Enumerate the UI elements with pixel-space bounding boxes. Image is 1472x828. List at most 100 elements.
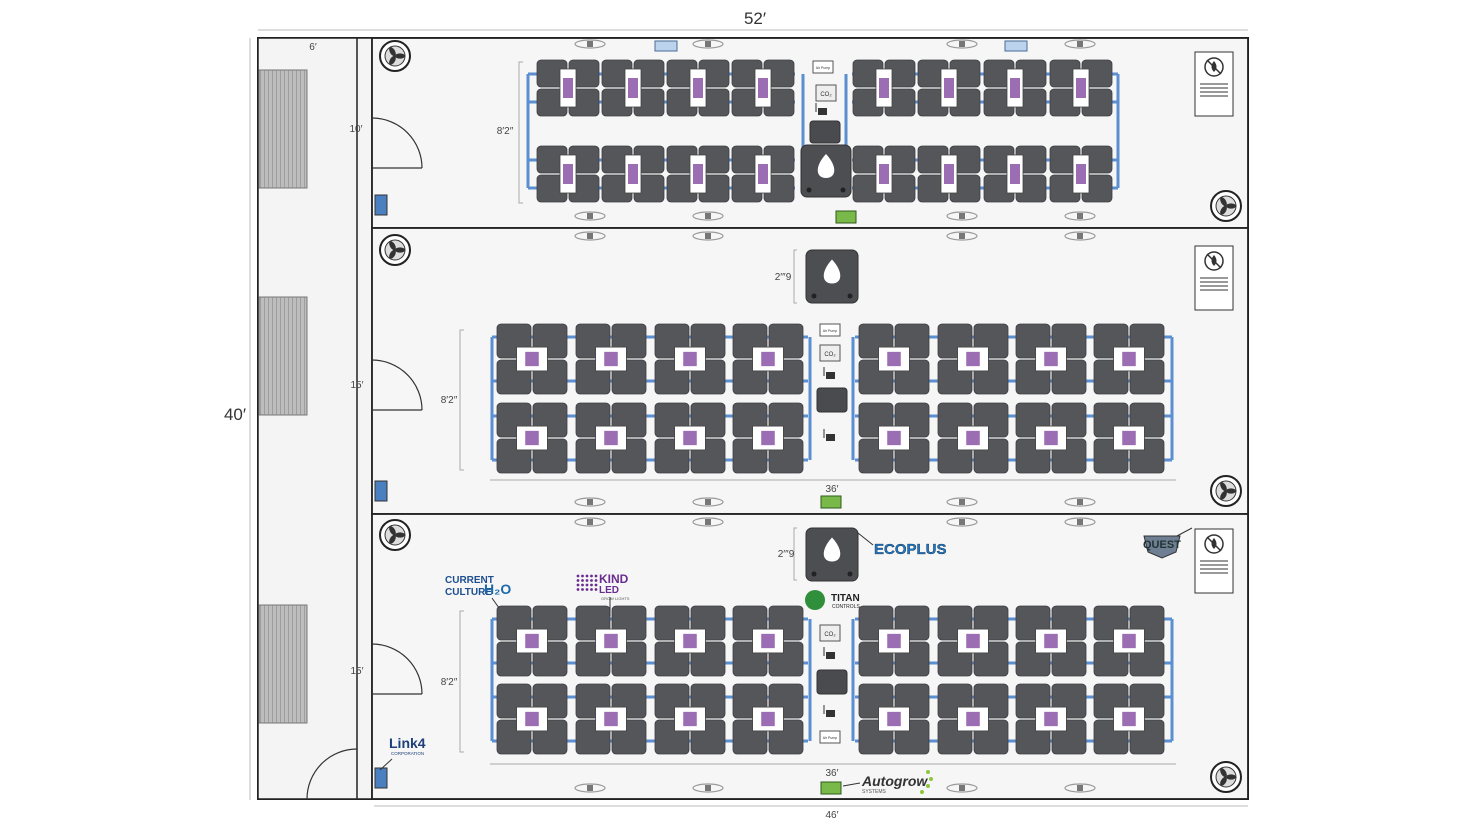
power-strip xyxy=(820,781,842,795)
reservoir-label-2: 2′″9 xyxy=(778,549,795,560)
grow-table-cluster xyxy=(654,605,726,677)
titan-controls-logo: TITAN CONTROLS xyxy=(805,590,860,610)
room3-depth-label: 15′ xyxy=(351,666,364,677)
led-array xyxy=(1010,78,1020,98)
kind-logo-subtext: LED xyxy=(599,585,619,596)
grow-table-cluster xyxy=(1049,59,1113,117)
link4-logo-text: Link4 xyxy=(389,735,426,751)
air-pump: Air Pump xyxy=(819,323,841,337)
room1-depth-label: 10′ xyxy=(350,124,363,135)
led-array xyxy=(887,351,901,367)
circulation-fan xyxy=(946,39,978,49)
circulation-fan xyxy=(574,231,606,241)
circulation-fan xyxy=(692,517,724,527)
water-pump xyxy=(823,647,835,659)
link4-logo: Link4 CORPORATION xyxy=(379,735,426,771)
dehumidifier-unit xyxy=(1194,51,1234,117)
grow-table-cluster xyxy=(731,145,795,203)
door-room-3 xyxy=(371,643,423,695)
door-room-1 xyxy=(371,117,423,169)
hygrometer xyxy=(654,40,678,52)
circulation-fan xyxy=(946,497,978,507)
row-length-label-3: 36′ xyxy=(826,768,839,779)
led-array xyxy=(628,78,638,98)
nutrient-reservoir xyxy=(805,527,859,582)
led-array xyxy=(693,164,703,184)
circulation-fan xyxy=(1064,783,1096,793)
circulation-fan xyxy=(574,211,606,221)
circulation-fan xyxy=(946,783,978,793)
door-room-2 xyxy=(371,359,423,411)
grow-table-cluster xyxy=(654,402,726,474)
grow-table-cluster xyxy=(983,59,1047,117)
led-array xyxy=(1044,711,1058,727)
led-array xyxy=(683,351,697,367)
grow-table-cluster xyxy=(666,145,730,203)
water-pump xyxy=(823,367,835,379)
circulation-fan xyxy=(1064,231,1096,241)
autogrow-logo-text: Autogrow xyxy=(861,773,928,789)
led-array xyxy=(887,430,901,446)
grow-table-cluster xyxy=(858,402,930,474)
circulation-fan xyxy=(692,231,724,241)
led-array xyxy=(1076,78,1086,98)
kind-logo-text: KIND xyxy=(599,572,629,586)
led-array xyxy=(966,430,980,446)
led-array xyxy=(887,633,901,649)
current-culture-text-2: CULTURE xyxy=(445,587,492,598)
led-array xyxy=(761,711,775,727)
grow-table-cluster xyxy=(858,605,930,677)
circulation-fan xyxy=(1064,497,1096,507)
wall-controller xyxy=(374,480,388,502)
led-array xyxy=(761,430,775,446)
grow-table-cluster xyxy=(917,145,981,203)
ecoplus-logo: ECOPLUS xyxy=(857,532,947,558)
led-array xyxy=(1010,164,1020,184)
water-chiller xyxy=(816,387,848,413)
grow-table-cluster xyxy=(496,683,568,755)
led-array xyxy=(761,633,775,649)
water-pump xyxy=(823,429,835,441)
led-array xyxy=(966,711,980,727)
led-array xyxy=(944,164,954,184)
circulation-fan xyxy=(692,497,724,507)
co2-generator: CO₂ xyxy=(815,84,837,102)
led-array xyxy=(1122,351,1136,367)
led-array xyxy=(879,78,889,98)
grow-table-cluster xyxy=(1093,323,1165,395)
grow-table-cluster xyxy=(1015,402,1087,474)
table-span-label-1: 8′2″ xyxy=(497,126,514,137)
grow-table-cluster xyxy=(575,605,647,677)
led-array xyxy=(1044,633,1058,649)
current-culture-logo: CURRENT CULTURE H₂O xyxy=(445,575,511,609)
dehumidifier-unit xyxy=(1194,528,1234,594)
circulation-fan xyxy=(692,783,724,793)
led-array xyxy=(761,351,775,367)
grow-table-cluster xyxy=(1093,683,1165,755)
grow-table-cluster xyxy=(1015,683,1087,755)
water-pump xyxy=(823,705,835,717)
wall-controller xyxy=(374,767,388,789)
led-array xyxy=(563,78,573,98)
circulation-fan xyxy=(574,497,606,507)
autogrow-logo: Autogrow SYSTEMS xyxy=(842,770,933,795)
autogrow-logo-subtext: SYSTEMS xyxy=(862,789,887,795)
air-pump-label: Air Pump xyxy=(823,736,837,740)
current-culture-text-3: H₂O xyxy=(484,581,511,597)
titan-logo-subtext: CONTROLS xyxy=(832,604,860,610)
grow-table-cluster xyxy=(1049,145,1113,203)
grow-table-cluster xyxy=(1093,605,1165,677)
grow-table-cluster xyxy=(937,605,1009,677)
hygrometer xyxy=(1004,40,1028,52)
co2-generator: CO₂ xyxy=(819,344,841,362)
circulation-fan xyxy=(1064,39,1096,49)
grow-table-cluster xyxy=(601,59,665,117)
led-array xyxy=(1076,164,1086,184)
grow-table-cluster xyxy=(536,145,600,203)
titan-logo-text: TITAN xyxy=(831,593,860,604)
kind-logo-tag: GROW LIGHTS xyxy=(601,596,630,601)
grow-table-cluster xyxy=(852,59,916,117)
led-array xyxy=(887,711,901,727)
dehumidifier-unit xyxy=(1194,245,1234,311)
